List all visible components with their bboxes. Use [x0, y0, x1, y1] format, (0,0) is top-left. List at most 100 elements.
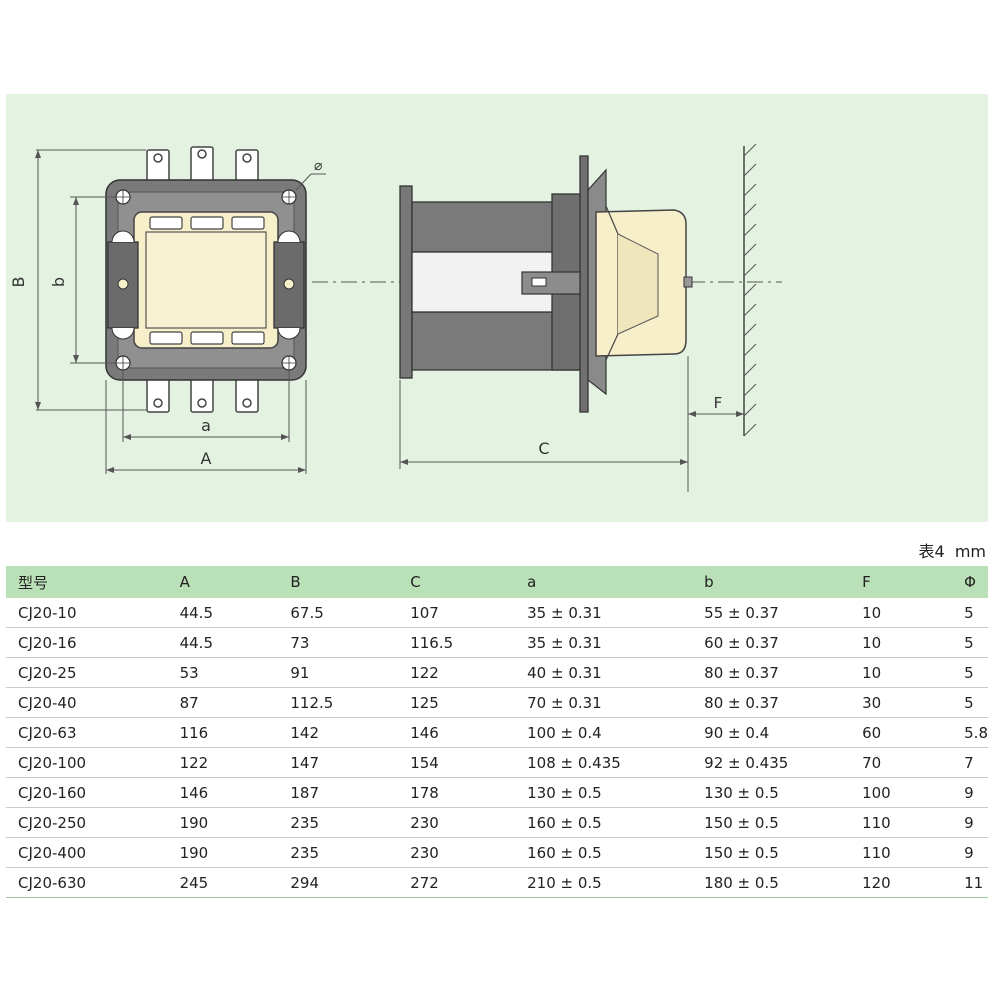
label-a: a [201, 416, 211, 435]
table-cell: 150 ± 0.5 [692, 807, 851, 838]
table-cell: CJ20-16 [6, 627, 168, 658]
table-cell: 80 ± 0.37 [692, 687, 851, 718]
table-cell: 60 [850, 717, 953, 748]
table-cell: 87 [167, 687, 279, 718]
side-view: C F [399, 143, 757, 492]
table-cell: CJ20-250 [6, 807, 168, 838]
table-cell: 60 ± 0.37 [692, 627, 851, 658]
label-b: b [49, 277, 68, 287]
table-cell: 9 [952, 807, 988, 838]
table-cell: 55 ± 0.37 [692, 598, 851, 628]
cover-slots [149, 216, 265, 345]
table-cell: 112.5 [278, 687, 399, 718]
table-number: 表4 [918, 542, 945, 561]
table-cell: 178 [398, 777, 516, 808]
table-cell: 110 [850, 807, 953, 838]
table-cell: 272 [398, 867, 516, 898]
table-cell: 67.5 [278, 598, 399, 628]
column-header-F: F [862, 573, 871, 591]
table-cell: 125 [398, 687, 516, 718]
table-cell: 40 ± 0.31 [515, 657, 693, 688]
table-cell: 187 [278, 777, 399, 808]
table-cell: CJ20-63 [6, 717, 168, 748]
table-cell: 122 [167, 747, 279, 778]
table-cell: 294 [278, 867, 399, 898]
table-cell: 5 [952, 687, 988, 718]
side-brackets [107, 230, 305, 340]
dimension-drawing-panel: B b a A ⌀ [6, 94, 988, 522]
label-B: B [9, 277, 28, 288]
table-cell: 44.5 [167, 627, 279, 658]
table-cell: 10 [850, 627, 953, 658]
table-cell: 230 [398, 837, 516, 868]
front-view: B b a A ⌀ [9, 146, 326, 474]
table-cell: 5 [952, 657, 988, 688]
table-cell: 110 [850, 837, 953, 868]
label-F: F [714, 394, 723, 412]
table-cell: 11 [952, 867, 988, 898]
table-cell: 210 ± 0.5 [515, 867, 693, 898]
table-cell: 245 [167, 867, 279, 898]
table-header-row: 型号 A B C a b F Φ [6, 566, 988, 598]
table-cell: 235 [278, 837, 399, 868]
front-dimension-lines [36, 149, 326, 474]
table-cell: 7 [952, 747, 988, 778]
table-cell: 108 ± 0.435 [515, 747, 693, 778]
table-cell: CJ20-400 [6, 837, 168, 868]
table-cell: 80 ± 0.37 [692, 657, 851, 688]
table-cell: 146 [398, 717, 516, 748]
table-cell: CJ20-630 [6, 867, 168, 898]
table-cell: 35 ± 0.31 [515, 598, 693, 628]
label-hole-diameter: ⌀ [314, 158, 323, 174]
table-cell: 150 ± 0.5 [692, 837, 851, 868]
table-cell: 70 ± 0.31 [515, 687, 693, 718]
table-caption: 表4 mm [918, 538, 986, 562]
table-cell: 10 [850, 657, 953, 688]
table-cell: CJ20-10 [6, 598, 168, 628]
table-cell: 142 [278, 717, 399, 748]
table-cell: CJ20-160 [6, 777, 168, 808]
table-cell: 160 ± 0.5 [515, 807, 693, 838]
contactor-drawing: B b a A ⌀ [9, 143, 782, 492]
table-cell: 180 ± 0.5 [692, 867, 851, 898]
column-header-b: b [704, 573, 714, 591]
table-cell: 73 [278, 627, 399, 658]
label-C: C [538, 439, 549, 458]
table-cell: CJ20-40 [6, 687, 168, 718]
column-header-a: a [527, 573, 537, 591]
table-cell: 9 [952, 837, 988, 868]
column-header-phi: Φ [964, 573, 976, 591]
table-cell: 230 [398, 807, 516, 838]
column-header-B: B [290, 573, 301, 591]
table-cell: CJ20-25 [6, 657, 168, 688]
table-cell: 92 ± 0.435 [692, 747, 851, 778]
column-header-model: 型号 [18, 573, 49, 592]
table-cell: 190 [167, 837, 279, 868]
table-cell: 35 ± 0.31 [515, 627, 693, 658]
table-cell: 154 [398, 747, 516, 778]
mounting-holes [115, 189, 297, 371]
table-cell: 90 ± 0.4 [692, 717, 851, 748]
table-cell: 116 [167, 717, 279, 748]
table-cell: 44.5 [167, 598, 279, 628]
bottom-terminals [146, 375, 259, 413]
table-cell: 190 [167, 807, 279, 838]
table-cell: 147 [278, 747, 399, 778]
table-cell: 70 [850, 747, 953, 778]
table-cell: CJ20-100 [6, 747, 168, 778]
table-cell: 130 ± 0.5 [515, 777, 693, 808]
label-A: A [201, 449, 212, 468]
table-cell: 120 [850, 867, 953, 898]
table-cell: 116.5 [398, 627, 516, 658]
column-header-A: A [179, 573, 190, 591]
table-cell: 160 ± 0.5 [515, 837, 693, 868]
